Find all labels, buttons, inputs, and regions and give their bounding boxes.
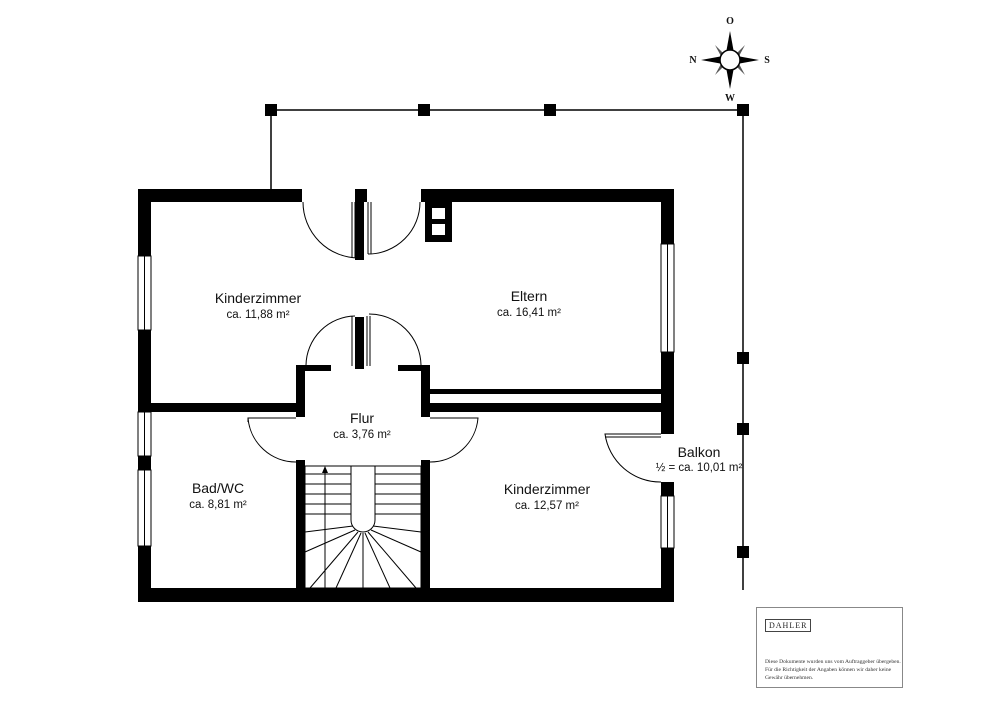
- compass-west-label: N: [689, 55, 697, 66]
- room-area-kinderzimmer-nw: ca. 11,88 m²: [226, 309, 289, 321]
- info-box: DAHLER Diese Dokumente wurden uns vom Au…: [756, 607, 903, 688]
- room-area-eltern: ca. 16,41 m²: [497, 307, 561, 319]
- compass-north-label: O: [726, 16, 734, 27]
- room-area-bad: ca. 8,81 m²: [189, 499, 247, 511]
- room-name-kinderzimmer-s: Kinderzimmer: [504, 481, 591, 497]
- stair-direction-arrow: [322, 466, 328, 473]
- room-name-kinderzimmer-nw: Kinderzimmer: [215, 290, 302, 306]
- chimney-flues: [432, 208, 445, 235]
- room-name-balkon: Balkon: [678, 444, 721, 460]
- room-name-flur: Flur: [350, 410, 374, 426]
- walls: [138, 189, 674, 602]
- compass-east-label: S: [764, 55, 770, 66]
- dahler-logo: DAHLER: [765, 619, 812, 632]
- doors: [247, 201, 662, 483]
- room-area-kinderzimmer-s: ca. 12,57 m²: [515, 500, 579, 512]
- staircase: [304, 465, 422, 589]
- windows: [137, 243, 675, 549]
- room-area-flur: ca. 3,76 m²: [333, 429, 391, 441]
- compass-rose-icon: [701, 31, 759, 89]
- balcony-posts: [265, 104, 749, 558]
- room-area-balkon: ½ = ca. 10,01 m²: [656, 462, 743, 474]
- room-name-eltern: Eltern: [511, 288, 548, 304]
- balcony-railing: [270, 109, 744, 590]
- disclaimer-text: Diese Dokumente wurden uns vom Auftragge…: [765, 659, 901, 681]
- room-name-bad: Bad/WC: [192, 480, 244, 496]
- compass-south-label: W: [725, 93, 735, 104]
